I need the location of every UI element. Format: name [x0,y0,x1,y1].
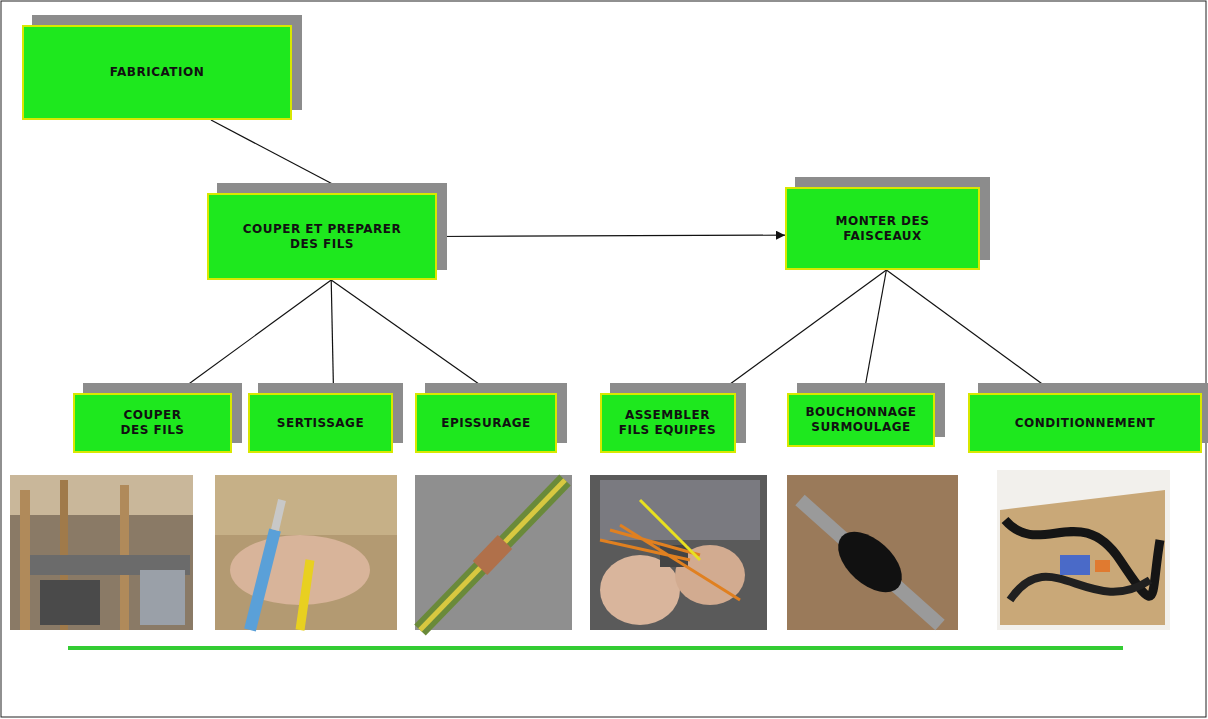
process-box: COUPER DES FILS [73,393,232,453]
box-label: FABRICATION [110,65,205,80]
flow-arrow [437,235,785,236]
baseline [68,646,1123,650]
box-label: COUPER ET PREPARER DES FILS [237,222,407,252]
flow-arrow [864,270,886,393]
process-box: BOUCHONNAGE SURMOULAGE [787,393,935,447]
box-label: COUPER DES FILS [113,408,193,438]
box-label: EPISSURAGE [441,416,531,431]
process-box: EPISSURAGE [415,393,557,453]
flow-arrow [886,270,1054,393]
box-label: ASSEMBLER FILS EQUIPES [608,408,728,438]
flow-arrow [211,120,350,193]
process-box: SERTISSAGE [248,393,393,453]
photo-assembling [590,475,767,630]
process-box: CONDITIONNEMENT [968,393,1202,453]
box-label: MONTER DES FAISCEAUX [813,214,953,244]
process-box: MONTER DES FAISCEAUX [785,187,980,270]
photo-splice [415,475,572,630]
photo-packaging [997,470,1170,630]
photo-overmoulding [787,475,958,630]
process-box: ASSEMBLER FILS EQUIPES [600,393,736,453]
flow-arrow [331,280,491,393]
process-box: COUPER ET PREPARER DES FILS [207,193,437,280]
box-label: CONDITIONNEMENT [1015,416,1155,431]
box-label: BOUCHONNAGE SURMOULAGE [796,405,926,435]
flow-arrow [331,280,333,393]
flow-arrow [718,270,887,393]
photo-cutting [10,475,193,630]
process-box: FABRICATION [22,25,292,120]
box-label: SERTISSAGE [277,416,364,431]
flow-arrow [176,280,331,393]
photo-crimping [215,475,397,630]
